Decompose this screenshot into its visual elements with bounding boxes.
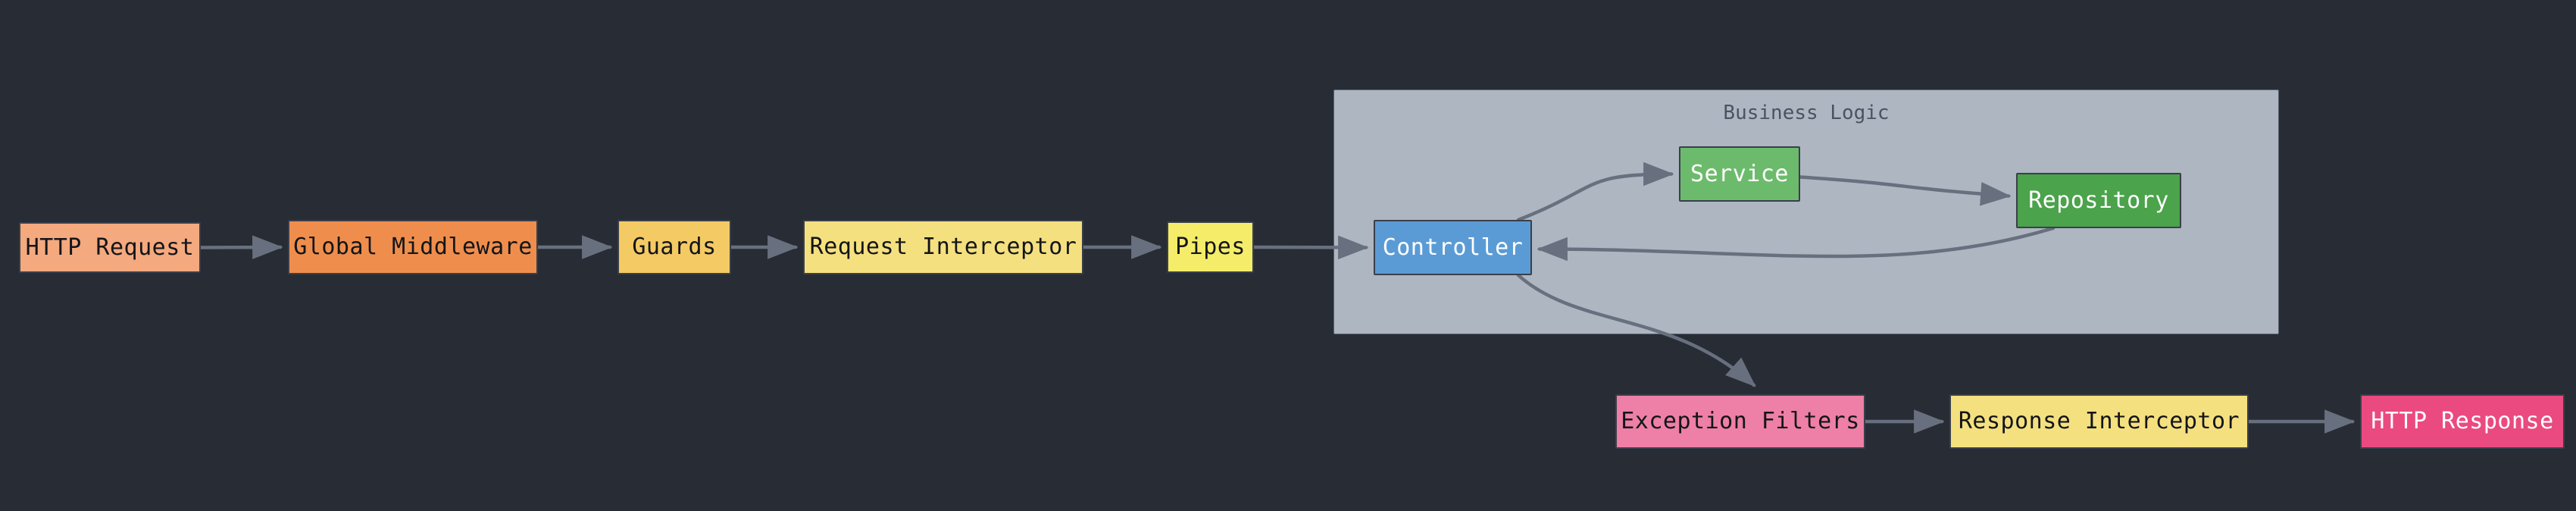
node-http-request[interactable]: HTTP Request <box>19 222 201 273</box>
subgraph-business-logic-label: Business Logic <box>1723 102 1890 124</box>
node-label-exception-filters: Exception Filters <box>1621 408 1860 434</box>
node-label-request-interceptor: Request Interceptor <box>809 234 1077 260</box>
node-repository[interactable]: Repository <box>2016 173 2181 228</box>
node-guards[interactable]: Guards <box>617 220 731 274</box>
node-label-http-response: HTTP Response <box>2371 408 2554 434</box>
node-label-repository: Repository <box>2028 187 2169 214</box>
edge-request-to-middleware <box>199 235 283 259</box>
node-service[interactable]: Service <box>1679 146 1800 202</box>
node-label-controller: Controller <box>1382 234 1524 261</box>
node-label-pipes: Pipes <box>1175 234 1246 260</box>
node-label-response-interceptor: Response Interceptor <box>1958 408 2240 434</box>
node-controller[interactable]: Controller <box>1374 220 1532 275</box>
node-label-http-request: HTTP Request <box>25 234 195 261</box>
node-global-middleware[interactable]: Global Middleware <box>288 220 538 274</box>
node-label-guards: Guards <box>632 234 717 260</box>
node-response-interceptor[interactable]: Response Interceptor <box>1949 394 2249 449</box>
node-label-service: Service <box>1690 160 1789 187</box>
node-http-response[interactable]: HTTP Response <box>2360 394 2565 449</box>
node-request-interceptor[interactable]: Request Interceptor <box>803 220 1083 274</box>
node-pipes[interactable]: Pipes <box>1167 221 1254 273</box>
node-label-global-middleware: Global Middleware <box>293 234 533 260</box>
node-exception-filters[interactable]: Exception Filters <box>1615 394 1865 449</box>
